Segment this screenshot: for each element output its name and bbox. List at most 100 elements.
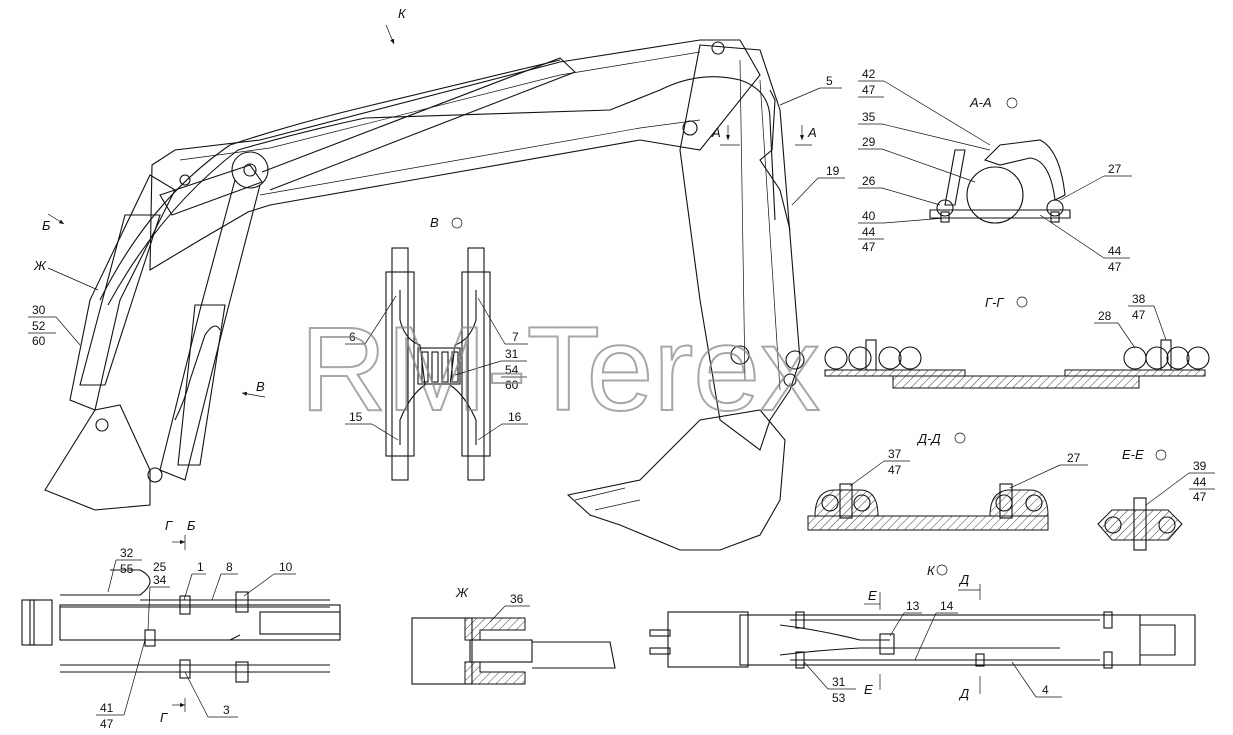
boom-hose-line [99,59,561,301]
svg-text:40: 40 [862,209,876,223]
callout-28: 28 [1098,309,1112,323]
bucket-teeth [574,487,641,511]
boom-outline [149,39,761,271]
front-link-pin [147,467,163,483]
callout-stack-40-44-47: 40 44 47 [858,209,946,254]
svg-text:47: 47 [888,463,902,477]
section-a-a [929,139,1071,224]
arrow-label-k: К [398,6,407,21]
svg-text:44: 44 [1193,475,1207,489]
section-e-e [1097,497,1183,551]
svg-text:37: 37 [888,447,902,461]
view-k-hose-lower [779,647,1100,661]
label-section-e-e: Е-Е [1122,447,1144,462]
callout-stack-32-55: 32 55 [107,546,142,593]
svg-text:47: 47 [100,717,114,731]
svg-text:47: 47 [1193,490,1207,504]
callout-36: 36 [510,592,524,606]
callout-stack-42-47: 42 47 [858,67,991,146]
svg-text:60: 60 [32,334,46,348]
view-k-plan [649,611,1196,669]
callout-16: 16 [508,410,522,424]
arrow-label-zh: Ж [33,258,47,273]
section-a-a-bracket [929,209,1071,219]
view-zh-body [411,617,473,685]
section-e-e-hose-left [1104,516,1122,534]
section-g-g-plate-right [1064,369,1206,377]
label-view-b: Б [187,518,196,533]
label-view-zh: Ж [455,585,469,600]
arrow-label-d-bottom: Д [958,686,969,701]
callout-25: 25 [153,560,167,574]
loader-arm-2 [159,179,261,481]
svg-text:30: 30 [32,303,46,317]
callout-27-a: 27 [1108,162,1122,176]
view-v-rod-right [467,247,485,481]
watermark: RM-Terex [300,302,820,436]
arrow-label-v: В [256,379,265,394]
svg-text:55: 55 [120,562,134,576]
svg-text:53: 53 [832,691,846,705]
view-v-hose-clamps [385,247,491,481]
boom-cylinder-rod [261,57,577,191]
stick-link-pin-2 [785,350,805,370]
boom-head-pin [711,41,725,55]
stick-outline [679,44,801,451]
arrow-label-g-bottom: Г [160,710,168,725]
stick-rod-line [739,59,746,381]
svg-text:47: 47 [1132,308,1146,322]
arrow-label-e-bottom: Е [864,682,873,697]
section-e-e-hose-right [1158,516,1176,534]
view-b-clamps [144,591,249,683]
section-d-d-plate [807,515,1049,531]
section-d-d-clamp-left [814,483,879,519]
view-b-hose-lower [60,664,330,673]
view-zh-hose [532,641,616,669]
view-zh-nipple [469,639,533,663]
callout-3: 3 [223,703,230,717]
callout-stack-38-47: 38 47 [1128,292,1167,341]
svg-text:60: 60 [505,378,519,392]
view-k-clamps [795,611,1113,669]
callout-13: 13 [906,599,920,613]
callout-27-d: 27 [1067,451,1081,465]
svg-text:44: 44 [1108,244,1122,258]
excavator-elevation-view [44,39,805,551]
svg-text:47: 47 [862,83,876,97]
section-e-e-clamp [1097,509,1183,541]
arrow-label-a-right: А [807,125,817,140]
callout-14: 14 [940,599,954,613]
callout-stack-44-47: 44 47 [1039,214,1130,274]
section-d-d [807,483,1049,531]
view-b-hose-center [150,634,241,641]
view-b-plan [21,569,341,683]
callout-35: 35 [862,110,876,124]
callout-10: 10 [279,560,293,574]
section-g-g-plate [892,375,1140,389]
arrow-label-d-top: Д [958,572,969,587]
svg-text:41: 41 [100,701,114,715]
svg-text:52: 52 [32,319,46,333]
svg-text:47: 47 [862,240,876,254]
view-zh-nut-bottom [464,661,526,685]
arrow-label-b: Б [42,218,51,233]
callout-stack-31-53: 31 53 [803,661,856,705]
view-b-frame [59,604,341,641]
arrow-label-g-top: Г [165,518,173,533]
view-k-end [1140,614,1196,666]
view-v-bracket-left [385,271,415,457]
label-view-k: К [927,563,936,578]
callout-29: 29 [862,135,876,149]
callout-19: 19 [826,164,840,178]
view-b-hose-upper [60,569,330,601]
section-g-g [824,339,1210,389]
section-a-a-tube [966,166,1024,224]
tilt-cylinder [177,304,226,466]
view-v-rod-left [391,247,409,481]
stick-pivot-pin [682,120,698,136]
callout-34: 34 [153,573,167,587]
callout-stack-31-54-60: 31 54 60 [454,347,527,392]
stacked-callouts: 42 47 40 44 47 44 47 38 47 37 [28,67,1215,731]
svg-text:32: 32 [120,546,134,560]
bucket-pivot-pin [783,373,797,387]
